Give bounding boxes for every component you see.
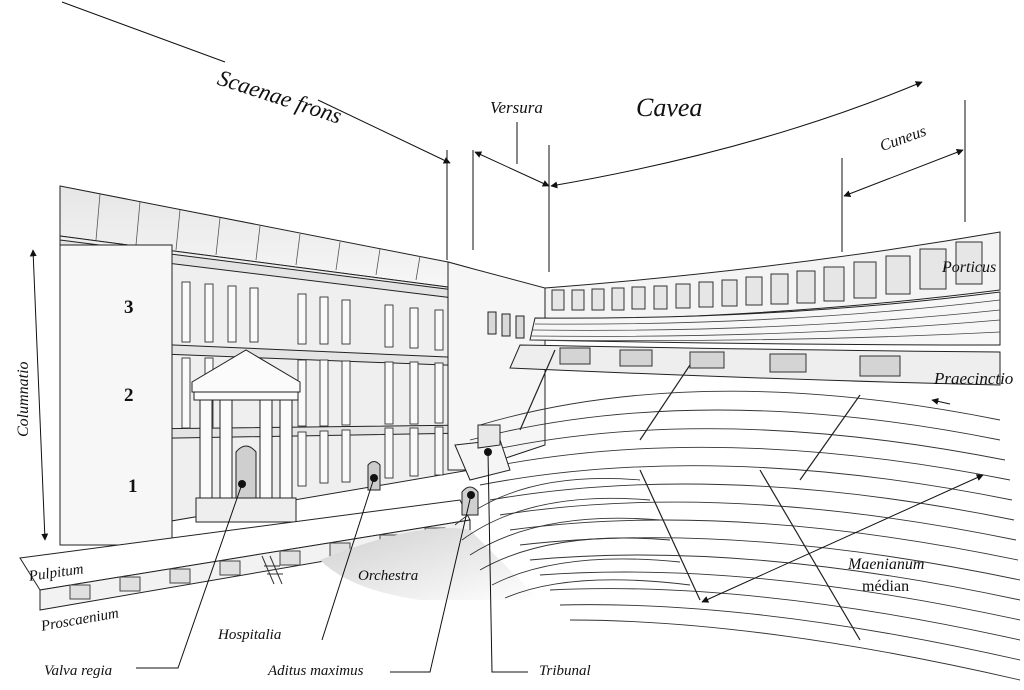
callout-dots [238, 448, 492, 499]
pulpitum-steps [261, 555, 283, 585]
label-porticus: Porticus [942, 259, 997, 276]
summa-cavea [529, 291, 1001, 346]
label-orchestra: Orchestra [358, 568, 419, 584]
label-storey-1: 1 [128, 476, 138, 497]
label-aditus-maximus: Aditus maximus [268, 663, 364, 679]
label-versura: Versura [490, 98, 543, 117]
label-columnatio: Columnatio [15, 361, 32, 437]
valva-regia-portal [191, 349, 301, 523]
label-hospitalia: Hospitalia [218, 627, 282, 643]
maenianum-medianum-seating [469, 390, 1021, 681]
left-pier [59, 244, 173, 546]
praecinctio-doors [559, 347, 901, 377]
frons-columns [181, 281, 444, 487]
leader-lines [29, 1, 984, 673]
label-cavea: Cavea [636, 93, 703, 122]
summa-cavea-rows [529, 299, 1001, 342]
label-maenianum: Maenianum [848, 556, 925, 573]
label-storey-2: 2 [124, 385, 134, 406]
label-praecinctio: Praecinctio [934, 369, 1014, 388]
portico-openings [551, 241, 983, 311]
versura-block [447, 261, 546, 471]
label-storey-3: 3 [124, 297, 134, 318]
label-median: médian [862, 578, 910, 595]
columns-storey-1 [297, 426, 444, 487]
columns-storey-3 [181, 281, 444, 351]
cavea-portico [544, 231, 1001, 321]
label-valva-regia: Valva regia [44, 663, 113, 679]
label-tribunal: Tribunal [539, 663, 591, 679]
valva-regia-door [235, 445, 257, 499]
roof-rafters [95, 193, 421, 281]
